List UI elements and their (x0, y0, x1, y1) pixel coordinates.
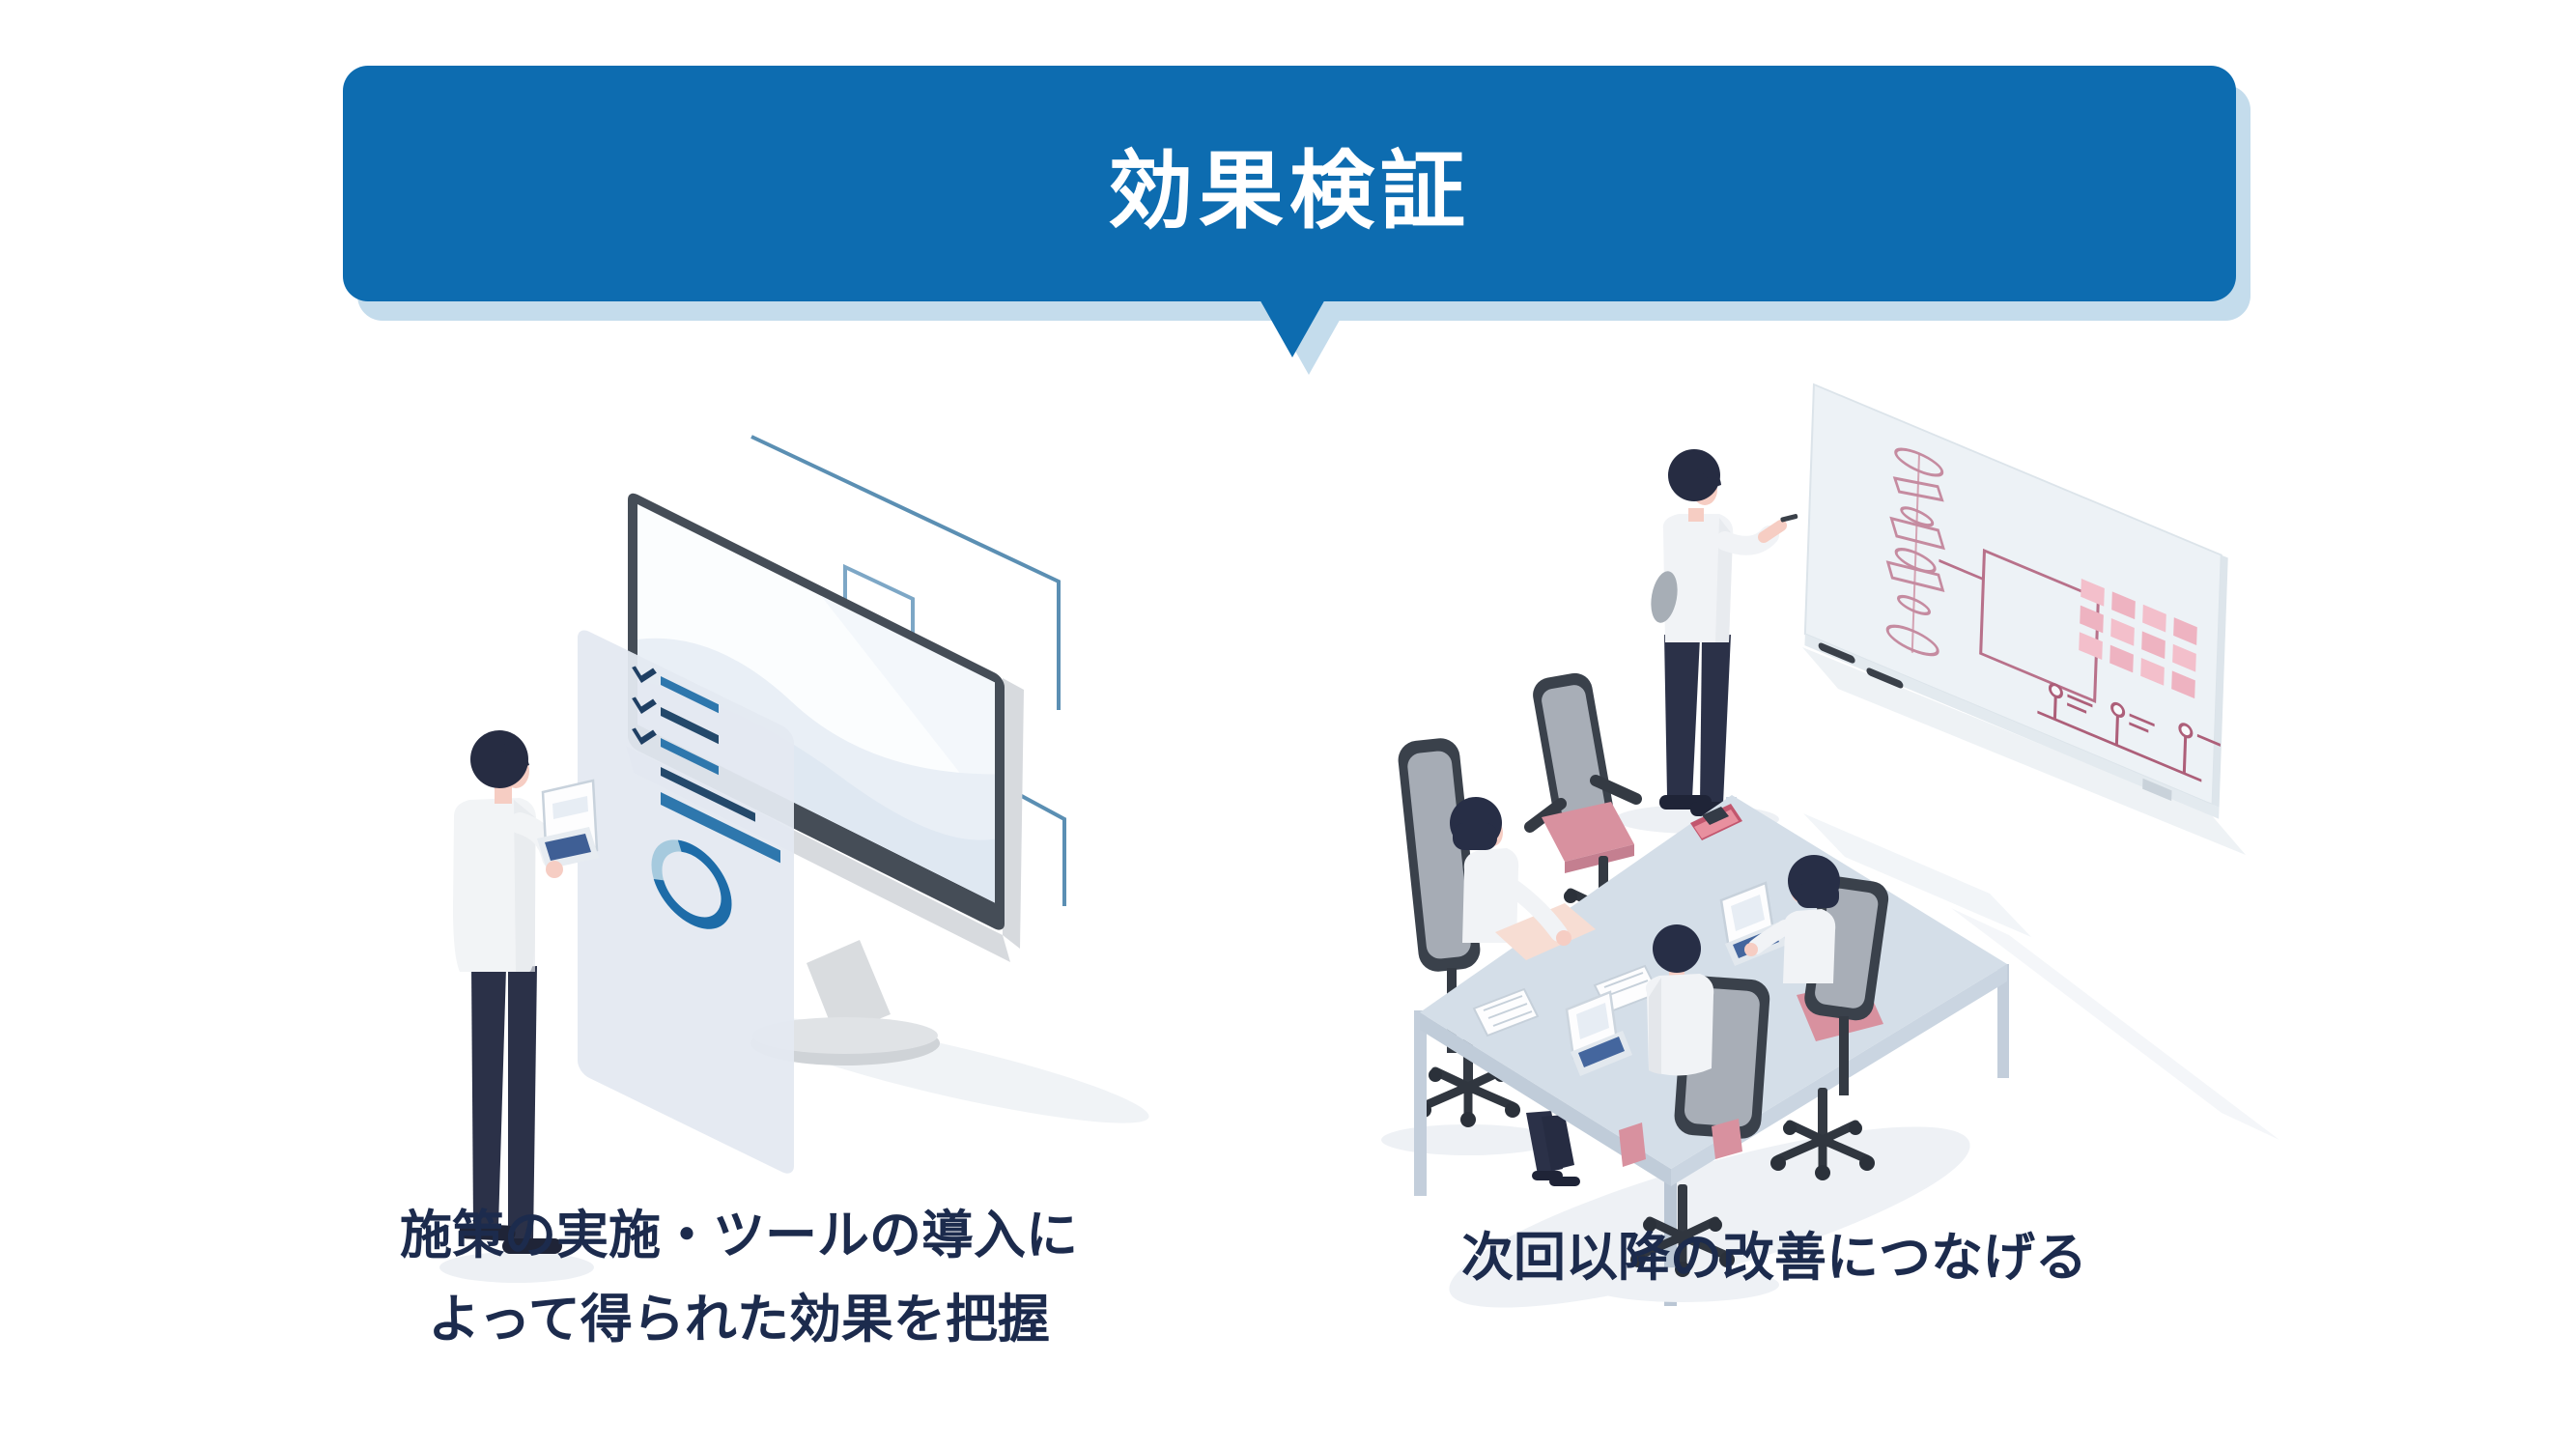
whiteboard-icon (1803, 383, 2228, 819)
illustration-team-meeting (1381, 383, 2279, 1308)
dashboard-panel (578, 630, 794, 1174)
laptop-icon-center (1565, 990, 1632, 1076)
whiteboard-rail (1804, 634, 2220, 819)
floor-band (1803, 813, 2031, 937)
whiteboard-shadow (1802, 647, 2246, 855)
document-icon (1472, 987, 1540, 1037)
caption-left-line1: 施策の実施・ツールの導入に (400, 1207, 1078, 1264)
seated-person-left (1450, 797, 1580, 1186)
laptop-icon (537, 779, 599, 869)
marker-pen-icon (1818, 642, 1855, 664)
office-chair-top (1524, 672, 1656, 949)
bag-icon (1651, 571, 1678, 623)
paper-pile (1495, 903, 1596, 960)
eraser-icon (2142, 778, 2172, 802)
office-chair-bottom (1586, 976, 1779, 1302)
checklist-icon (632, 666, 780, 864)
person-hand (546, 861, 563, 878)
flowchart-drawing (1885, 447, 2100, 703)
caption-right: 次回以降の改善につなげる (1388, 1229, 2161, 1287)
person-hair (470, 730, 528, 788)
marker-pen-icon-2 (1866, 668, 1904, 689)
caption-left-line2: よって得られた効果を把握 (428, 1291, 1050, 1349)
notebook-phone-icon (1690, 804, 1742, 840)
sticky-note-grid (2079, 578, 2197, 699)
monitor-stand (750, 940, 940, 1065)
donut-chart-icon (651, 839, 732, 929)
illustration-dashboard-review (439, 435, 1149, 1283)
office-chair-left (1381, 738, 1555, 1155)
presenter-hair (1668, 449, 1720, 501)
presenter-person (1615, 449, 1798, 834)
page-title: 効果検証 (1107, 142, 1471, 239)
marker-in-hand (1780, 514, 1798, 523)
caption-left: 施策の実施・ツールの導入に よって得られた効果を把握 (353, 1194, 1125, 1362)
person-shadow (439, 1252, 594, 1283)
seated-person-left-arm (1506, 880, 1571, 946)
floor-band-2 (1951, 908, 2279, 1140)
header-banner: 効果検証 (343, 66, 2236, 301)
seated-person-right (1744, 855, 1840, 983)
seated-person-bottom (1645, 924, 1714, 1076)
timeline-drawing (2037, 682, 2221, 782)
table-items (1472, 804, 1787, 1076)
standing-person (439, 730, 599, 1283)
caption-right-line1: 次回以降の改善につなげる (1461, 1229, 2087, 1287)
